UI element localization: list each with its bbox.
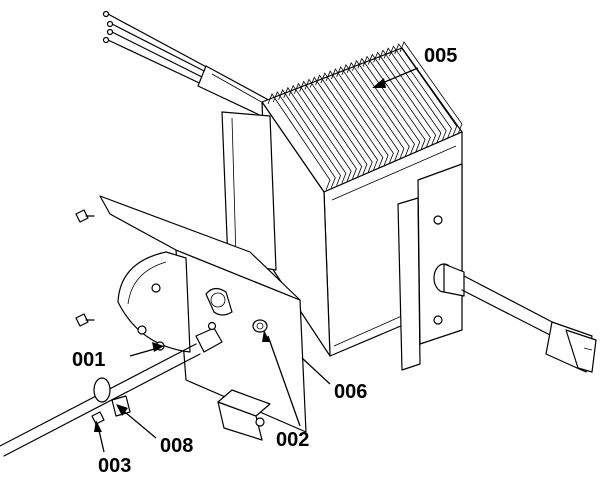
heatsink-fin bbox=[341, 64, 405, 159]
heatsink-fin bbox=[272, 91, 336, 188]
heatsink-fin bbox=[362, 55, 426, 150]
callout-006: 006 bbox=[334, 381, 367, 403]
heatsink-fin bbox=[378, 49, 442, 144]
heatsink-fin bbox=[399, 41, 463, 135]
heatsink-fin bbox=[278, 88, 342, 186]
heatsink-fin bbox=[357, 57, 421, 153]
mounting-bracket bbox=[99, 111, 463, 441]
heatsink-fin bbox=[352, 59, 415, 155]
heatsink-fin bbox=[267, 93, 331, 191]
output-cable bbox=[433, 263, 597, 373]
heatsink-fin bbox=[315, 74, 378, 170]
heatsink-fin bbox=[383, 47, 447, 141]
power-cord bbox=[0, 327, 223, 457]
callout-003: 003 bbox=[98, 455, 131, 477]
hardware bbox=[75, 209, 443, 427]
heatsink-fin bbox=[299, 80, 363, 177]
heatsink-fin bbox=[394, 43, 458, 137]
heatsink-fin bbox=[346, 61, 410, 157]
callout-002: 002 bbox=[276, 429, 309, 451]
heatsink-fin bbox=[373, 51, 437, 146]
leader-005 bbox=[379, 67, 419, 85]
heatsink-fin bbox=[304, 78, 368, 175]
leader-lines bbox=[94, 67, 419, 453]
wire-bundle bbox=[102, 10, 277, 119]
heatsink-fin bbox=[309, 76, 373, 173]
leader-006 bbox=[301, 357, 331, 385]
heatsink-fin bbox=[288, 84, 352, 182]
heatsink-fin bbox=[367, 53, 431, 148]
leader-001 bbox=[129, 347, 159, 357]
callout-008: 008 bbox=[160, 435, 193, 457]
heatsink-fin bbox=[294, 82, 357, 179]
heatsink-fin bbox=[389, 45, 452, 139]
leader-002 bbox=[267, 335, 301, 427]
leader-008 bbox=[119, 407, 157, 439]
heatsink-fin bbox=[336, 66, 400, 162]
heatsink-fin bbox=[330, 68, 394, 164]
callout-001: 001 bbox=[72, 349, 105, 371]
heatsink-fin bbox=[320, 72, 384, 168]
callout-005: 005 bbox=[424, 45, 457, 67]
heatsink-fin bbox=[283, 86, 347, 184]
heatsink-fin bbox=[325, 70, 389, 166]
